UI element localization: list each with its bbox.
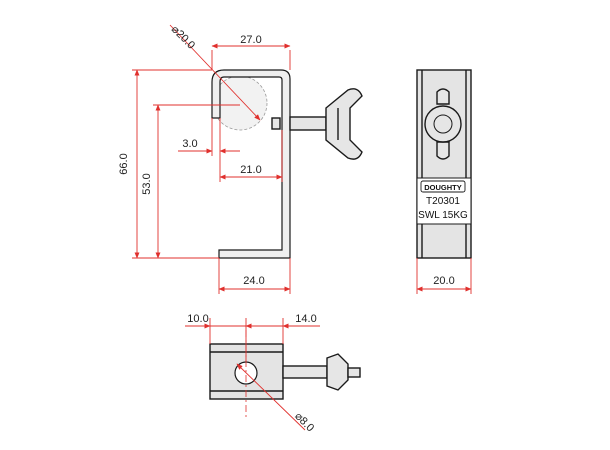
front-view <box>211 69 363 259</box>
wing-nut <box>325 88 363 160</box>
dim-side-width: 20.0 <box>433 275 454 287</box>
brand-text: DOUGHTY <box>424 183 462 192</box>
dim-height-inner: 53.0 <box>141 173 153 194</box>
dim-inner-width: 21.0 <box>240 164 261 176</box>
side-dimensions: 20.0 <box>416 258 472 294</box>
dim-bottom-left: 10.0 <box>187 313 208 325</box>
swl-text: SWL 15KG <box>418 210 468 221</box>
dim-diameter-large: ⌀20.0 <box>169 23 197 51</box>
dim-diameter-small: ⌀8.0 <box>292 410 316 434</box>
hook-body <box>211 69 291 259</box>
front-dimensions: 27.0 ⌀20.0 66.0 53.0 3.0 21.0 24.0 <box>118 23 291 294</box>
bolt-shank <box>289 116 327 131</box>
side-view: DOUGHTY T20301 SWL 15KG <box>416 69 472 259</box>
dim-bottom-width: 24.0 <box>243 275 264 287</box>
bottom-view <box>209 343 361 400</box>
bottom-bolt-tip <box>347 367 361 378</box>
pipe-circle <box>212 75 268 131</box>
side-bolt-head <box>424 105 462 143</box>
dim-bottom-right: 14.0 <box>295 313 316 325</box>
dim-height-overall: 66.0 <box>118 153 130 174</box>
side-wing-nut <box>436 88 450 160</box>
bolt-tip <box>271 117 281 130</box>
bottom-wing-nut <box>326 353 349 391</box>
part-number-text: T20301 <box>426 196 460 207</box>
dim-top-width: 27.0 <box>240 34 261 46</box>
bottom-bolt <box>282 365 328 379</box>
dim-offset-small: 3.0 <box>182 138 197 150</box>
brand-badge <box>420 180 466 193</box>
